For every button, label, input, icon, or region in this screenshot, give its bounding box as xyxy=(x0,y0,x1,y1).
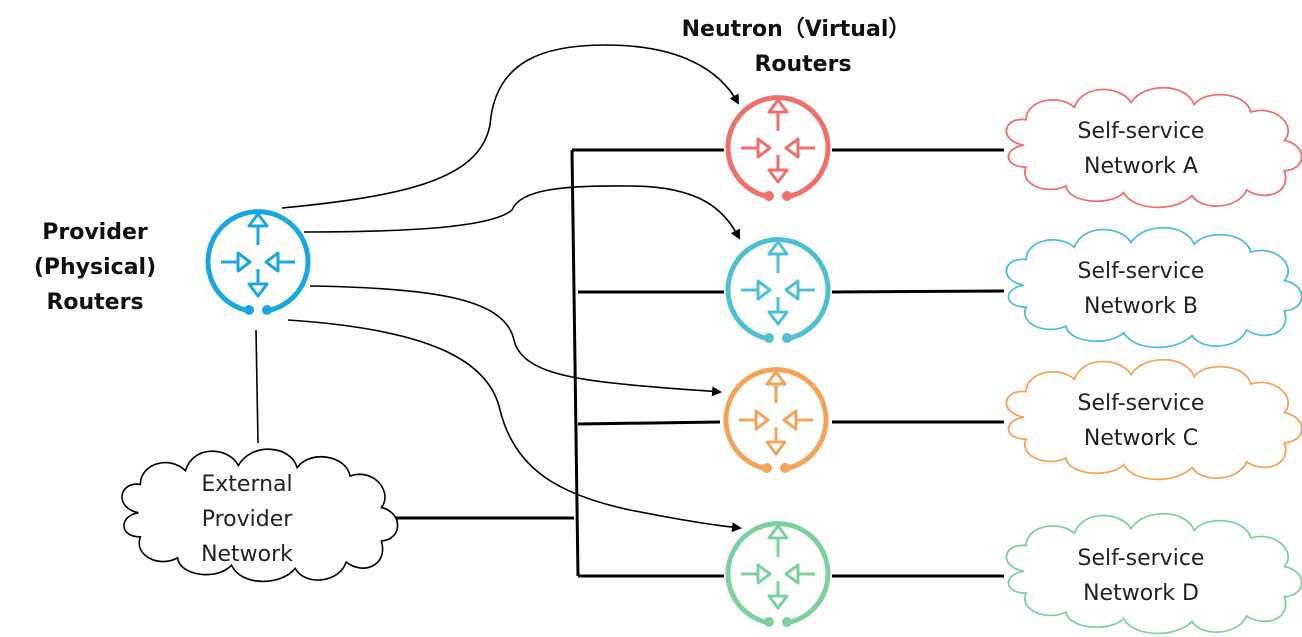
neutron-title-line1: Neutron（Virtual） xyxy=(682,17,911,42)
external-label-line2: Provider xyxy=(202,507,294,532)
provider-title-line3: Routers xyxy=(46,290,143,315)
bus-line xyxy=(570,149,580,577)
cloud-network-a[interactable] xyxy=(1005,86,1302,209)
network-a-line1: Self-service xyxy=(1078,119,1205,144)
provider-to-external xyxy=(255,329,259,444)
cloud-network-b[interactable] xyxy=(1005,226,1302,349)
router-b-to-network-b xyxy=(831,289,1005,294)
cloud-icon xyxy=(1005,358,1302,481)
arrow-to-router-c xyxy=(309,285,722,397)
arrow-to-router-b xyxy=(303,185,740,240)
cloud-icon xyxy=(1005,512,1302,635)
provider-router-icon[interactable] xyxy=(208,212,308,315)
external-label-line3: Network xyxy=(201,542,293,567)
router-icon xyxy=(208,212,308,315)
network-b-line1: Self-service xyxy=(1078,259,1205,284)
network-c-line2: Network C xyxy=(1084,426,1198,451)
router-icon xyxy=(728,524,828,627)
network-d-line2: Network D xyxy=(1083,581,1199,606)
router-icon xyxy=(728,240,828,343)
external-label-line1: External xyxy=(201,472,292,497)
connections xyxy=(255,44,1005,578)
network-b-line2: Network B xyxy=(1084,294,1198,319)
provider-title-line2: (Physical) xyxy=(34,255,156,280)
network-a-line2: Network A xyxy=(1084,154,1198,179)
router-icon xyxy=(728,98,828,201)
router-b-icon[interactable] xyxy=(728,240,828,343)
router-c-icon[interactable] xyxy=(726,370,826,473)
cloud-icon xyxy=(1005,226,1302,349)
router-d-icon[interactable] xyxy=(728,524,828,627)
bus-to-router-c xyxy=(577,420,721,426)
cloud-network-d[interactable] xyxy=(1005,512,1302,635)
router-a-icon[interactable] xyxy=(728,98,828,201)
provider-title-line1: Provider xyxy=(42,220,148,245)
cloud-network-c[interactable] xyxy=(1005,358,1302,481)
cloud-icon xyxy=(1005,86,1302,209)
neutron-title-line2: Routers xyxy=(754,52,851,77)
arrow-to-router-d xyxy=(287,319,742,533)
network-d-line1: Self-service xyxy=(1078,546,1205,571)
network-c-line1: Self-service xyxy=(1078,391,1205,416)
arrow-to-router-a xyxy=(281,44,739,209)
router-icon xyxy=(726,370,826,473)
